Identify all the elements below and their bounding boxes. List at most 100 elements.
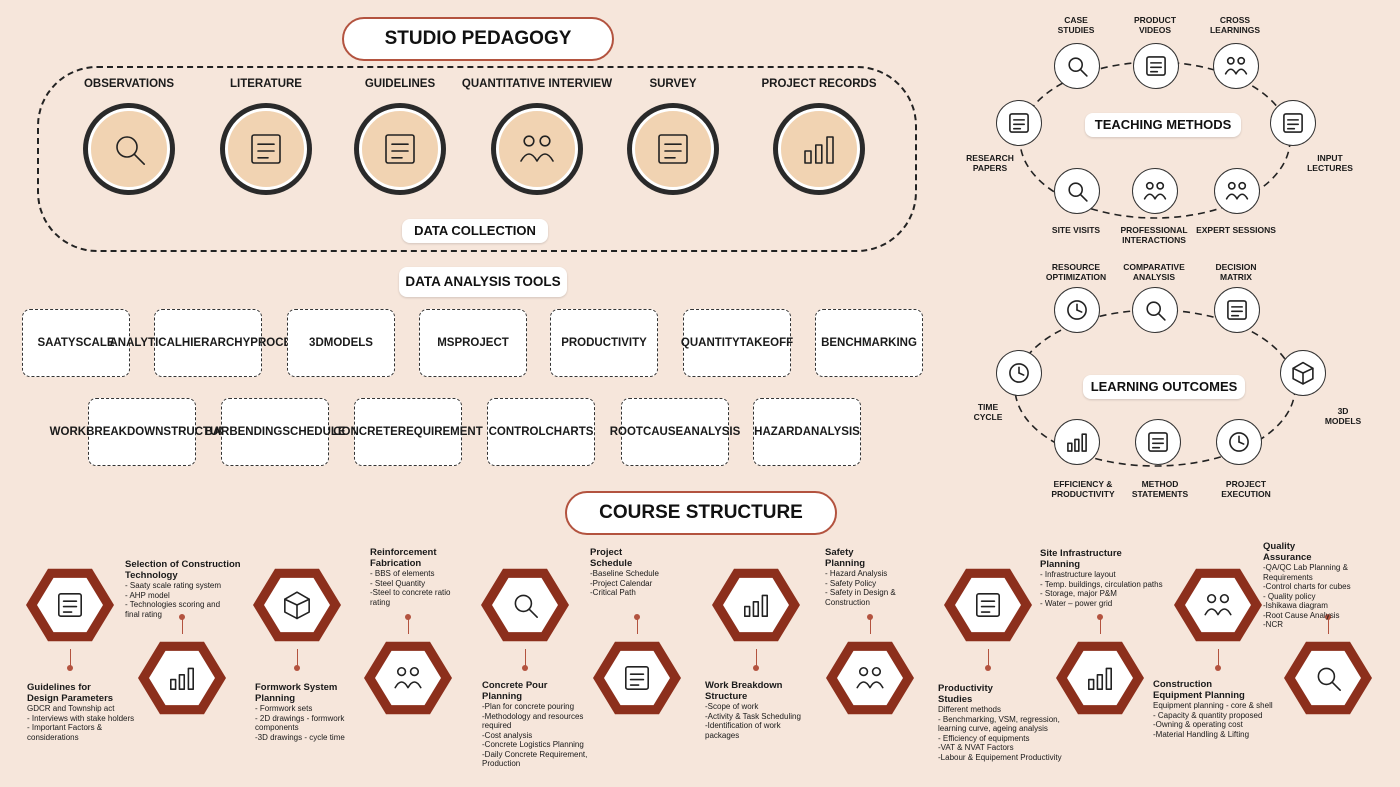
connector-dot [985, 665, 991, 671]
analysis-tool-label: HIERARCHY [181, 337, 251, 349]
layers-icon [247, 555, 347, 660]
analysis-tool-label: 3D [309, 337, 324, 349]
analysis-tool-label: PROJECT [454, 337, 509, 349]
video-icon [1133, 43, 1179, 89]
rebar-worker-icon [358, 628, 458, 733]
analysis-tools-title: DATA ANALYSIS TOOLS [399, 267, 567, 297]
course-structure-title: COURSE STRUCTURE [565, 491, 837, 535]
optimization-icon [1054, 287, 1100, 333]
connector-line [525, 649, 526, 667]
analysis-tool-label: BENCH [821, 337, 862, 349]
course-step-desc: - BBS of elements- Steel Quantity-Steel … [370, 569, 451, 607]
blueprint-icon [938, 555, 1038, 660]
efficiency-icon [1054, 419, 1100, 465]
analysis-tool-label: CONTROL [488, 426, 546, 438]
analysis-tool-label: ROOT [609, 426, 643, 438]
expert-icon [1214, 168, 1260, 214]
learning-outcomes-title: LEARNING OUTCOMES [1083, 375, 1245, 399]
analysis-tool-label: REQUIREMENT [397, 426, 483, 438]
course-step-desc: Equipment planning - core & shell- Capac… [1153, 701, 1273, 739]
data-collection-item-label: PROJECT RECORDS [761, 78, 877, 90]
analysis-tool-label: TAKEOFF [739, 337, 794, 349]
interview-icon [496, 108, 578, 190]
connector-dot [294, 665, 300, 671]
gears-icon [1216, 419, 1262, 465]
connector-line [988, 649, 989, 667]
course-step-desc: GDCR and Township act- Interviews with s… [27, 704, 135, 742]
analysis-tool-label: SCHEDULE [282, 426, 346, 438]
analysis-tool-label: WORK [49, 426, 87, 438]
connector-dot [1097, 614, 1103, 620]
connector-dot [753, 665, 759, 671]
case-study-icon [1054, 43, 1100, 89]
analysis-tool-label: SCALE [75, 337, 115, 349]
connector-dot [634, 614, 640, 620]
clock-icon [996, 350, 1042, 396]
connector-line [297, 649, 298, 667]
analysis-tool-label: PRODUCTIVITY [561, 337, 647, 349]
research-paper-icon [996, 100, 1042, 146]
course-step-desc: Different methods- Benchmarking, VSM, re… [938, 705, 1062, 762]
site-building-icon [1050, 628, 1150, 733]
interaction-icon [1132, 168, 1178, 214]
data-collection-item-label: GUIDELINES [364, 78, 436, 90]
analysis-tool-label: MODELS [323, 337, 373, 349]
records-chart-icon [778, 108, 860, 190]
connector-dot [179, 614, 185, 620]
analysis-tool-label: ANALYSIS [802, 426, 860, 438]
connector-dot [1215, 665, 1221, 671]
course-step-desc: -Baseline Schedule-Project Calendar-Crit… [590, 569, 659, 597]
ring-item-label: SITE VISITS [1051, 225, 1101, 235]
lecture-icon [1270, 100, 1316, 146]
ring-item-label: EXPERT SESSIONS [1196, 225, 1276, 235]
connector-dot [867, 614, 873, 620]
connector-line [1100, 616, 1101, 634]
connector-line [637, 616, 638, 634]
data-collection-label: DATA COLLECTION [402, 219, 548, 243]
analysis-tool-label: CONCRETE [333, 426, 398, 438]
ring-item-label: EFFICIENCY &PRODUCTIVITY [1051, 479, 1115, 499]
quality-badge-icon [1278, 628, 1378, 733]
tower-crane-icon [132, 628, 232, 733]
tools-hand-icon [1168, 555, 1268, 660]
settings-panel-icon [20, 555, 120, 660]
connector-line [870, 616, 871, 634]
analysis-tool-label: CAUSE [642, 426, 684, 438]
connector-dot [522, 665, 528, 671]
analysis-tool-label: MS [437, 337, 455, 349]
